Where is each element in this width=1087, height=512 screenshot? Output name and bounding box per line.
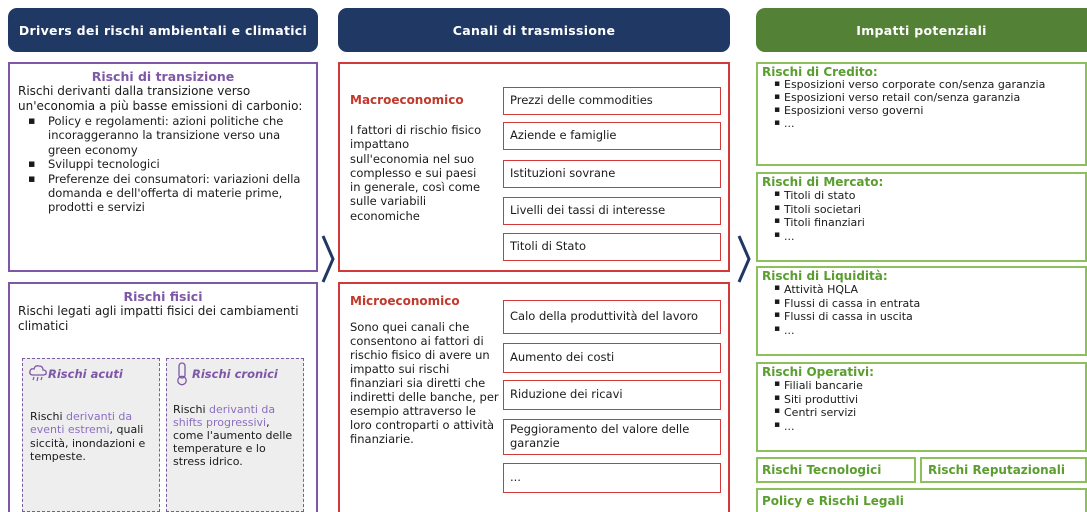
cronici-text-highlight: derivanti da shifts progressivi (173, 403, 276, 429)
cloud-rain-icon (29, 365, 47, 382)
acuti-title: Rischi acuti (48, 367, 123, 381)
list-item: Esposizioni verso corporate con/senza ga… (762, 78, 1081, 92)
header-drivers: Drivers dei rischi ambientali e climatic… (8, 8, 318, 52)
reputazionali-title: Rischi Reputazionali (928, 462, 1065, 477)
list-item: Attività HQLA (762, 283, 1081, 296)
credito-list: Esposizioni verso corporate con/senza ga… (762, 78, 1081, 131)
list-item: ... (762, 420, 1081, 433)
acuti-text-highlight: derivanti da eventi estremi (30, 410, 133, 437)
liquidita-list: Attività HQLA Flussi di cassa in entrata… (762, 283, 1081, 337)
micro-desc: Sono quei canali che consentono ai fatto… (350, 320, 499, 447)
cronici-box (166, 358, 304, 512)
fisici-box: Rischi fisici Rischi legati agli impatti… (8, 282, 318, 512)
macro-title: Macroeconomico (350, 93, 464, 107)
list-item: Esposizioni verso governi (762, 104, 1081, 118)
list-item: ... (762, 324, 1081, 337)
cronici-text-1: Rischi (173, 403, 206, 416)
list-item: Titoli finanziari (762, 216, 1081, 229)
macro-item: Istituzioni sovrane (503, 160, 721, 188)
micro-box (338, 282, 730, 512)
transizione-box: Rischi di transizione Rischi derivanti d… (8, 62, 318, 272)
macro-box (338, 62, 730, 272)
list-item: Centri servizi (762, 406, 1081, 419)
list-item: Flussi di cassa in entrata (762, 297, 1081, 310)
list-item: ... (762, 230, 1081, 243)
macro-item: Livelli dei tassi di interesse (503, 197, 721, 225)
mercato-box: Rischi di Mercato: Titoli di stato Titol… (756, 172, 1087, 262)
header-canali-label: Canali di trasmissione (452, 22, 616, 38)
chevron-right-icon (737, 235, 751, 283)
acuti-text: Rischi derivanti da eventi estremi, qual… (30, 410, 150, 464)
list-item: Flussi di cassa in uscita (762, 310, 1081, 323)
legali-title: Policy e Rischi Legali (762, 494, 904, 508)
micro-item: Calo della produttività del lavoro (503, 300, 721, 334)
credito-title: Rischi di Credito: (762, 65, 878, 79)
cronici-text: Rischi derivanti da shifts progressivi, … (173, 403, 297, 469)
micro-item: ... (503, 463, 721, 493)
micro-item: Riduzione dei ricavi (503, 380, 721, 410)
cronici-text-2: , come l'aumento delle temperature e lo … (173, 415, 293, 468)
list-item: Sviluppi tecnologici (18, 157, 308, 171)
legali-box: Policy e Rischi Legali (756, 488, 1087, 512)
list-item: Filiali bancarie (762, 379, 1081, 392)
header-impatti: Impatti potenziali (756, 8, 1087, 52)
reputazionali-box: Rischi Reputazionali (920, 457, 1087, 483)
micro-item: Aumento dei costi (503, 343, 721, 373)
liquidita-box: Rischi di Liquidità: Attività HQLA Fluss… (756, 266, 1087, 356)
list-item: Preferenze dei consumatori: variazioni d… (18, 172, 308, 215)
micro-title: Microeconomico (350, 294, 460, 308)
list-item: Titoli societari (762, 203, 1081, 216)
list-item: Titoli di stato (762, 189, 1081, 202)
list-item-text: Esposizioni verso corporate con/senza ga… (784, 78, 1046, 92)
credito-box: Rischi di Credito: Esposizioni verso cor… (756, 62, 1087, 166)
tecnologici-title: Rischi Tecnologici (762, 462, 882, 477)
acuti-box (22, 358, 160, 512)
acuti-text-2: , quali siccità, inondazioni e tempeste. (30, 423, 146, 464)
operativi-list: Filiali bancarie Siti produttivi Centri … (762, 379, 1081, 433)
header-canali: Canali di trasmissione (338, 8, 730, 52)
macro-item: Aziende e famiglie (503, 122, 721, 150)
micro-item: Peggioramento del valore delle garanzie (503, 419, 721, 455)
mercato-list: Titoli di stato Titoli societari Titoli … (762, 189, 1081, 243)
mercato-title: Rischi di Mercato: (762, 175, 884, 189)
macro-desc: I fattori di rischio fisico impattano su… (350, 123, 482, 223)
operativi-title: Rischi Operativi: (762, 365, 874, 379)
transizione-desc: Rischi derivanti dalla transizione verso… (18, 84, 303, 113)
liquidita-title: Rischi di Liquidità: (762, 269, 888, 283)
operativi-box: Rischi Operativi: Filiali bancarie Siti … (756, 362, 1087, 452)
tecnologici-box: Rischi Tecnologici (756, 457, 916, 483)
macro-item: Titoli di Stato (503, 233, 721, 261)
thermometer-icon (177, 362, 187, 386)
macro-item: Prezzi delle commodities (503, 87, 721, 115)
chevron-right-icon (321, 235, 335, 283)
acuti-text-1: Rischi (30, 410, 63, 423)
list-item: Siti produttivi (762, 393, 1081, 406)
list-item: Esposizioni verso retail con/senza garan… (762, 91, 1081, 105)
transizione-title: Rischi di transizione (91, 69, 235, 84)
cronici-title: Rischi cronici (192, 367, 278, 381)
fisici-title: Rischi fisici (123, 289, 203, 304)
header-impatti-label: Impatti potenziali (856, 22, 987, 38)
list-item: ... (762, 117, 1081, 131)
header-drivers-label: Drivers dei rischi ambientali e climatic… (18, 22, 308, 38)
fisici-desc: Rischi legati agli impatti fisici dei ca… (18, 304, 299, 333)
list-item: Policy e regolamenti: azioni politiche c… (18, 114, 308, 157)
transizione-list: Policy e regolamenti: azioni politiche c… (18, 114, 308, 215)
